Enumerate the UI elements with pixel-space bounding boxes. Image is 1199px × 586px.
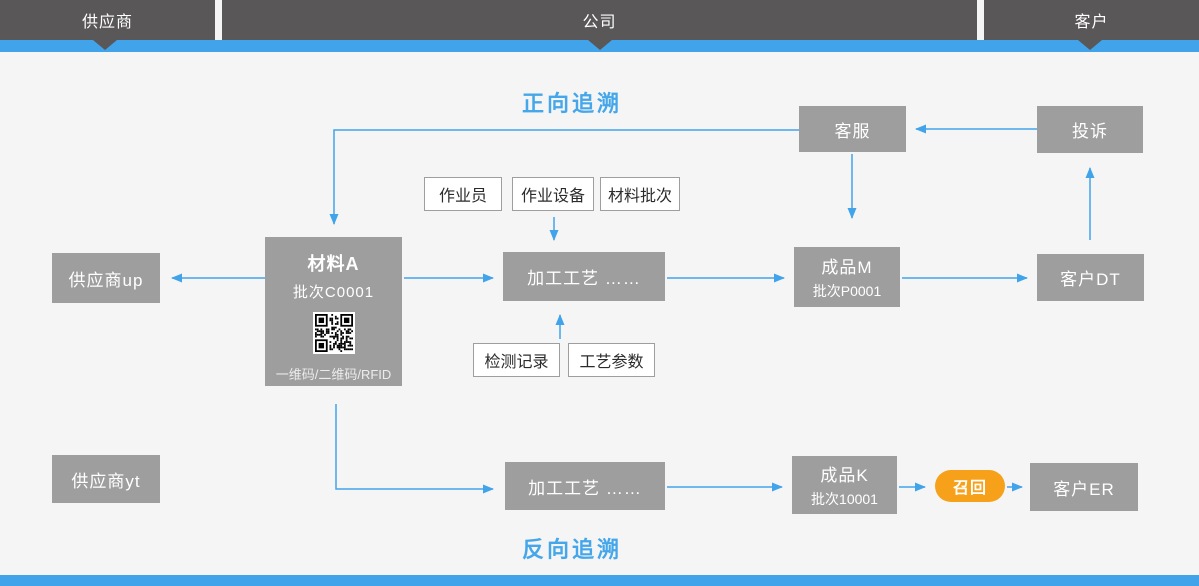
node-customer-dt-label: 客户DT <box>1060 270 1121 289</box>
tag-operator-label: 作业员 <box>438 188 487 205</box>
node-complaint: 投诉 <box>1037 106 1143 153</box>
node-material-a-title: 材料A <box>307 254 360 274</box>
pointer-triangle-customer <box>1078 40 1102 50</box>
tag-material-batch: 材料批次 <box>600 177 680 211</box>
header-label-customer: 客户 <box>1074 14 1109 31</box>
arrow-material-to-process-bottom <box>335 404 494 494</box>
tag-process-parameters: 工艺参数 <box>568 343 655 377</box>
node-product-m-batch: 批次P0001 <box>812 283 882 299</box>
node-supplier-up-label: 供应商up <box>68 270 144 290</box>
node-material-a: 材料A 批次C0001 一维码/二维码/RFID <box>265 237 402 386</box>
pointer-triangle-company <box>588 40 612 50</box>
header-segment-customer: 客户 <box>984 0 1199 40</box>
tag-process-parameters-label: 工艺参数 <box>579 354 644 371</box>
pointer-triangle-supplier <box>93 40 117 50</box>
header-label-supplier: 供应商 <box>81 14 133 31</box>
node-supplier-yt-label: 供应商yt <box>71 471 141 491</box>
node-material-a-caption: 一维码/二维码/RFID <box>275 367 392 382</box>
node-customer-service-label: 客服 <box>834 121 871 141</box>
node-complaint-label: 投诉 <box>1072 122 1108 141</box>
tag-equipment: 作业设备 <box>512 177 594 211</box>
node-supplier-up: 供应商up <box>52 253 160 303</box>
node-product-k-batch: 批次10001 <box>811 491 878 507</box>
tag-operator: 作业员 <box>424 177 502 211</box>
forward-trace-title: 正向追溯 <box>521 91 622 116</box>
node-product-m: 成品M 批次P0001 <box>794 247 900 307</box>
node-product-k: 成品K 批次10001 <box>792 456 897 514</box>
qr-code-icon <box>312 312 355 354</box>
header-segment-supplier: 供应商 <box>0 0 215 40</box>
backward-trace-title: 反向追溯 <box>521 537 622 562</box>
node-supplier-yt: 供应商yt <box>52 455 160 503</box>
node-process-top-label: 加工工艺 …… <box>527 269 641 288</box>
tag-equipment-label: 作业设备 <box>520 188 585 205</box>
node-customer-service: 客服 <box>799 106 906 152</box>
bottom-accent-bar <box>0 575 1199 586</box>
tag-inspection-record-label: 检测记录 <box>484 354 549 371</box>
node-process-bottom-label: 加工工艺 …… <box>528 478 642 498</box>
node-recall: 召回 <box>935 470 1005 502</box>
node-material-a-batch: 批次C0001 <box>292 284 375 301</box>
node-recall-label: 召回 <box>952 480 987 497</box>
tag-material-batch-label: 材料批次 <box>607 188 672 205</box>
header-segment-company: 公司 <box>222 0 977 40</box>
node-customer-er: 客户ER <box>1030 463 1138 511</box>
node-customer-er-label: 客户ER <box>1053 479 1115 499</box>
node-process-top: 加工工艺 …… <box>503 252 665 301</box>
node-process-bottom: 加工工艺 …… <box>505 462 665 510</box>
tag-inspection-record: 检测记录 <box>473 343 560 377</box>
node-product-k-title: 成品K <box>820 466 869 485</box>
node-product-m-title: 成品M <box>821 258 873 277</box>
header-label-company: 公司 <box>582 14 617 31</box>
node-customer-dt: 客户DT <box>1037 254 1144 301</box>
